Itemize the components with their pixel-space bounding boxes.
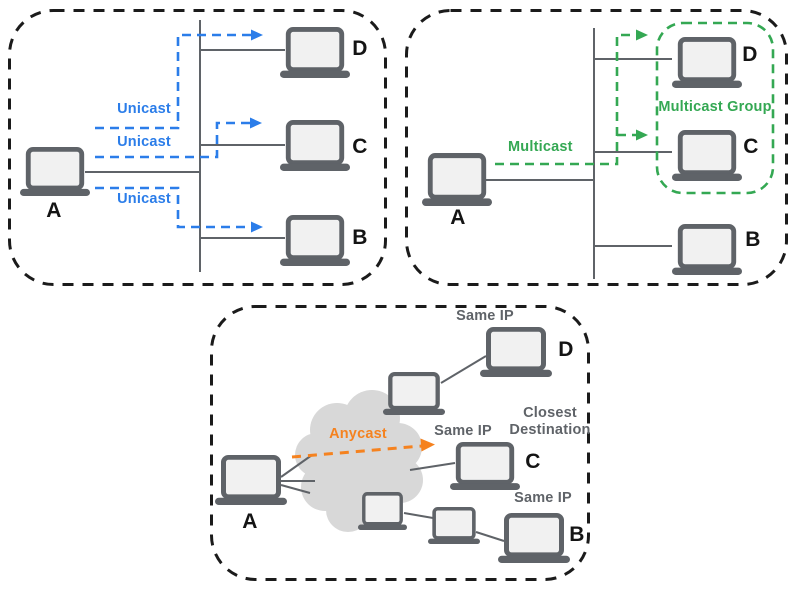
unicast-label-1: Unicast	[117, 101, 171, 117]
node-label-a: A	[450, 206, 466, 229]
node-label-d: D	[352, 37, 368, 60]
node-label-a: A	[242, 510, 258, 533]
same-ip-label-b: Same IP	[514, 490, 572, 506]
laptop-icon-d	[280, 29, 350, 78]
unicast-arrow-to-d	[95, 33, 251, 130]
multicast-arrows	[495, 33, 636, 166]
node-label-d: D	[742, 43, 758, 66]
unicast-arrowheads	[250, 29, 263, 233]
unicast-arrows	[95, 33, 251, 229]
multicast-group-box	[655, 21, 775, 195]
laptop-icon-d	[672, 39, 742, 88]
laptop-icon-router-top	[383, 374, 445, 415]
laptop-icon-b	[498, 515, 570, 563]
unicast-panel: Unicast Unicast Unicast A D C B	[8, 9, 387, 286]
cloud-icon	[295, 390, 423, 532]
multicast-arrow-to-d	[495, 33, 636, 166]
same-ip-label-c: Same IP	[434, 423, 492, 439]
panel-border	[405, 9, 788, 286]
unicast-arrow-to-c	[95, 121, 250, 159]
laptop-icon-router-bottom-2	[428, 507, 480, 544]
multicast-panel: Multicast Multicast Group A D C B	[405, 9, 788, 286]
anycast-arrow	[291, 444, 423, 459]
laptop-icon-c	[672, 132, 742, 181]
closest-destination-label: Closest Destination	[509, 405, 591, 438]
panel-border	[8, 9, 387, 286]
node-label-d: D	[558, 338, 574, 361]
anycast-panel: Anycast Same IP Same IP Closest Destinat…	[210, 305, 590, 582]
multicast-group-label: Multicast Group	[658, 99, 772, 115]
node-label-c: C	[743, 135, 759, 158]
unicast-label-2: Unicast	[117, 134, 171, 150]
unicast-label-3: Unicast	[117, 191, 171, 207]
panel-border	[210, 305, 590, 581]
network-bus-lines	[85, 20, 285, 272]
laptop-icon-a	[20, 149, 90, 196]
anycast-arrowhead	[420, 438, 435, 452]
node-label-c: C	[525, 450, 541, 473]
laptop-icon-router-bottom-1	[358, 492, 407, 530]
same-ip-label-d: Same IP	[456, 308, 514, 324]
network-links	[280, 355, 505, 542]
node-label-c: C	[352, 135, 368, 158]
laptop-icon-c	[450, 444, 520, 490]
laptop-icon-c	[280, 122, 350, 171]
multicast-arrowheads	[636, 29, 648, 141]
network-bus-lines	[485, 28, 672, 279]
laptop-icon-a	[215, 457, 287, 505]
multicast-label: Multicast	[508, 139, 573, 155]
node-label-b: B	[352, 226, 368, 249]
node-label-b: B	[745, 228, 761, 251]
laptop-icon-a	[422, 156, 492, 206]
node-label-a: A	[46, 199, 62, 222]
laptop-icon-b	[672, 226, 742, 275]
unicast-arrow-to-b	[95, 186, 251, 229]
laptop-icon-b	[280, 217, 350, 266]
node-label-b: B	[569, 523, 585, 546]
anycast-label: Anycast	[329, 426, 387, 442]
laptop-icon-d	[480, 329, 552, 377]
